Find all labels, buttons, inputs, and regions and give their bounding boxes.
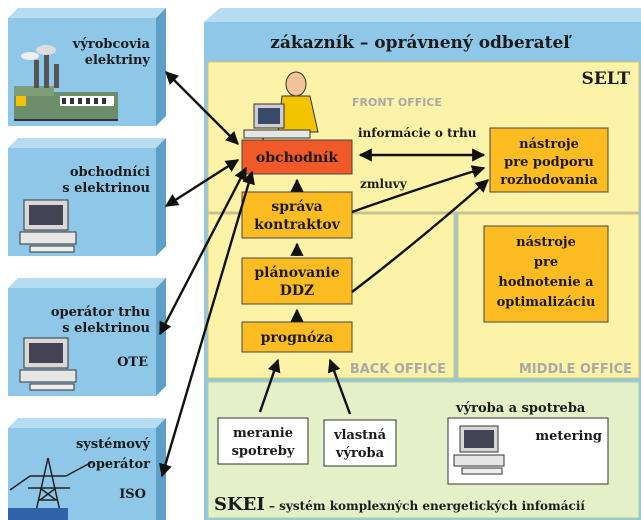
skei-caption: SKEI – systém komplexných energetických … [214, 494, 585, 515]
evaluation-label-4: optimalizáciu [497, 295, 596, 310]
arrow-contracts-decision [351, 165, 486, 214]
own-production-label-2: výroba [335, 446, 385, 461]
contract-management-node: správa kontraktov [241, 191, 353, 239]
arrow-production-forecast [327, 358, 352, 415]
middle-office-label: MIDDLE OFFICE [519, 362, 632, 377]
decision-support-label-3: rozhodovania [500, 173, 598, 188]
production-consumption-label: výroba a spotreba [455, 401, 586, 416]
consumption-measurement-label-2: spotreby [232, 444, 295, 459]
traders-box: obchodníci s elektrinou [8, 138, 166, 256]
metering-label: metering [535, 429, 602, 444]
evaluation-label-1: nástroje [516, 235, 576, 250]
ote-label-1: operátor trhu [51, 305, 150, 320]
front-office-label: FRONT OFFICE [352, 96, 442, 109]
ddz-planning-label-2: DDZ [280, 283, 315, 299]
consumption-measurement-node: meranie spotreby [217, 417, 309, 465]
traders-label-2: s elektrinou [62, 181, 150, 196]
decision-support-node: nástroje pre podporu rozhodovania [489, 127, 609, 193]
evaluation-label-3: hodnotenie a [498, 275, 594, 290]
factory-icon [14, 45, 118, 121]
evaluation-label-2: pre [534, 255, 558, 270]
connectors [158, 71, 489, 478]
computer-icon [453, 425, 505, 475]
own-production-node: vlastná výroba [323, 419, 397, 467]
forecast-node: prognóza [241, 321, 353, 353]
evaluation-node: nástroje pre hodnotenie a optimalizáciu [483, 225, 609, 323]
producers-label-1: výrobcovia [72, 37, 151, 52]
metering-node: metering [447, 417, 609, 485]
trader-node: obchodník [241, 139, 353, 175]
trader-node-label: obchodník [256, 150, 338, 166]
iso-box: systémový operátor ISO [8, 418, 166, 520]
iso-abbr: ISO [119, 487, 146, 502]
iso-label-2: operátor [87, 457, 150, 472]
producers-label-2: elektriny [85, 53, 151, 68]
power-tower-icon [8, 457, 93, 520]
forecast-label: prognóza [261, 330, 334, 346]
traders-label-1: obchodníci [70, 165, 150, 180]
contract-management-label-1: správa [271, 199, 322, 215]
own-production-label-1: vlastná [333, 428, 387, 443]
decision-support-label-1: nástroje [519, 137, 579, 152]
arrow-measurement-forecast [258, 358, 281, 413]
ote-label-2: s elektrinou [62, 321, 150, 336]
consumption-measurement-label-1: meranie [233, 426, 293, 441]
computer-icon [19, 337, 77, 391]
trader-person-icon [243, 71, 319, 145]
arrow-producers-trader [165, 71, 239, 145]
arrow-iso-trader [159, 170, 255, 478]
customer-title: zákazník – oprávnený odberateľ [270, 33, 572, 53]
market-info-label: informácie o trhu [358, 126, 477, 140]
selt-label: SELT [582, 69, 631, 89]
iso-label-1: systémový [76, 437, 150, 452]
arrow-planning-decision [351, 179, 489, 293]
decision-support-label-2: pre podporu [504, 155, 594, 170]
contracts-label: zmluvy [360, 177, 408, 191]
back-office-label: BACK OFFICE [350, 362, 446, 377]
computer-icon [19, 199, 77, 253]
ote-box: operátor trhu s elektrinou OTE [8, 278, 166, 396]
skei-description: – systém komplexných energetických infom… [265, 499, 586, 513]
skei-label: SKEI [214, 494, 265, 515]
contract-management-label-2: kontraktov [254, 217, 341, 233]
ote-abbr: OTE [117, 355, 148, 370]
ddz-planning-node: plánovanie DDZ [241, 257, 353, 305]
producers-box: výrobcovia elektriny [8, 8, 166, 126]
ddz-planning-label-1: plánovanie [254, 265, 339, 281]
